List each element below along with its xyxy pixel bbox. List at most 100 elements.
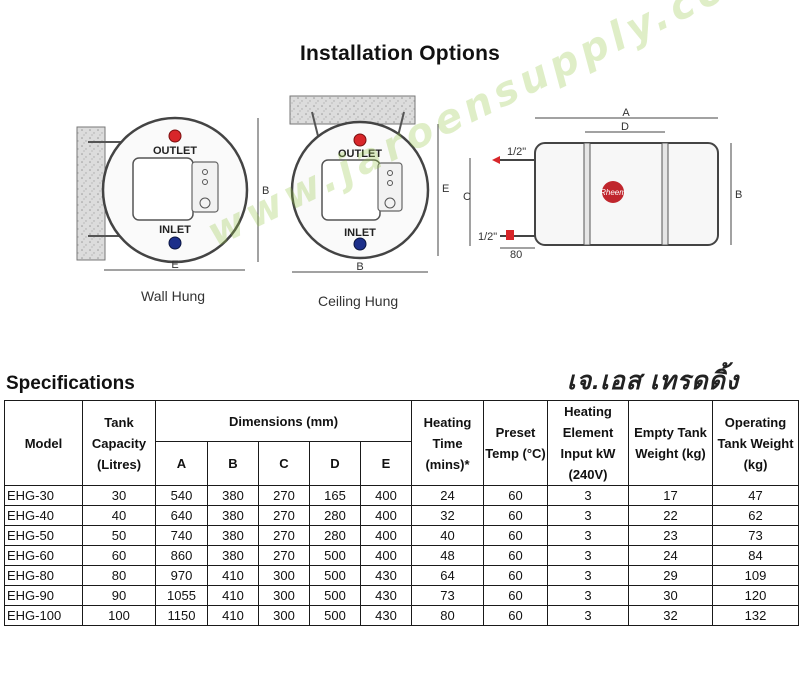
table-cell: 380 xyxy=(207,505,259,526)
ceiling-dim-e: E xyxy=(442,183,449,195)
header-empty-weight: Empty Tank Weight (kg) xyxy=(628,400,713,486)
table-cell: 400 xyxy=(360,485,412,506)
table-cell: 80 xyxy=(82,565,156,586)
side-pipe-bottom: 1/2" xyxy=(478,231,497,243)
header-dim-a: A xyxy=(155,441,208,486)
header-preset-temp: Preset Temp (°C) xyxy=(483,400,548,486)
table-cell: 430 xyxy=(360,605,412,626)
table-cell: 48 xyxy=(411,545,484,566)
table-cell: 400 xyxy=(360,545,412,566)
table-cell: 50 xyxy=(82,525,156,546)
table-cell: 970 xyxy=(155,565,208,586)
wall-dim-e: E xyxy=(171,259,178,271)
header-operating-weight: Operating Tank Weight (kg) xyxy=(712,400,799,486)
side-view-diagram: C A D Rheem 1/2" 1/2" 80 B xyxy=(463,107,742,261)
side-pipe-top: 1/2" xyxy=(507,146,526,158)
table-cell: 60 xyxy=(483,525,548,546)
table-cell: 400 xyxy=(360,525,412,546)
table-cell: 740 xyxy=(155,525,208,546)
table-cell: 109 xyxy=(712,565,799,586)
table-cell: 3 xyxy=(547,605,629,626)
table-cell: 62 xyxy=(712,505,799,526)
table-cell: 430 xyxy=(360,585,412,606)
ceiling-dim-b: B xyxy=(356,261,363,273)
table-cell: 300 xyxy=(258,605,310,626)
table-cell: 3 xyxy=(547,565,629,586)
header-heating-time: Heating Time (mins)* xyxy=(411,400,484,486)
side-dim-d: D xyxy=(621,121,629,133)
table-cell: 60 xyxy=(82,545,156,566)
side-dim-b: B xyxy=(735,189,742,201)
table-cell: 3 xyxy=(547,525,629,546)
wall-hung-caption: Wall Hung xyxy=(141,288,206,304)
table-cell: 132 xyxy=(712,605,799,626)
table-cell: 17 xyxy=(628,485,713,506)
table-cell: 3 xyxy=(547,485,629,506)
table-cell: 500 xyxy=(309,545,361,566)
table-cell: 60 xyxy=(483,565,548,586)
table-cell: 270 xyxy=(258,545,310,566)
ceiling-outlet-label: OUTLET xyxy=(338,148,382,160)
table-cell: 30 xyxy=(628,585,713,606)
table-cell: 500 xyxy=(309,565,361,586)
table-cell: 30 xyxy=(82,485,156,506)
inlet-icon xyxy=(168,236,182,250)
table-cell: 23 xyxy=(628,525,713,546)
table-cell: 500 xyxy=(309,605,361,626)
table-cell: 540 xyxy=(155,485,208,506)
model-cell: EHG-60 xyxy=(4,545,83,566)
table-cell: 73 xyxy=(712,525,799,546)
table-cell: 280 xyxy=(309,505,361,526)
header-capacity: Tank Capacity (Litres) xyxy=(82,400,156,486)
wall-inlet-label: INLET xyxy=(159,224,191,236)
table-cell: 860 xyxy=(155,545,208,566)
table-cell: 73 xyxy=(411,585,484,606)
valve-icon xyxy=(506,230,514,240)
page-title: Installation Options xyxy=(299,42,500,65)
table-cell: 410 xyxy=(207,585,259,606)
table-cell: 60 xyxy=(483,485,548,506)
table-cell: 270 xyxy=(258,485,310,506)
header-dim-b: B xyxy=(207,441,259,486)
table-cell: 300 xyxy=(258,565,310,586)
header-dim-d: D xyxy=(309,441,361,486)
header-dim-c: C xyxy=(258,441,310,486)
table-cell: 640 xyxy=(155,505,208,526)
table-cell: 300 xyxy=(258,585,310,606)
table-cell: 3 xyxy=(547,505,629,526)
table-cell: 380 xyxy=(207,485,259,506)
table-cell: 29 xyxy=(628,565,713,586)
table-cell: 80 xyxy=(411,605,484,626)
table-cell: 60 xyxy=(483,505,548,526)
model-cell: EHG-100 xyxy=(4,605,83,626)
table-cell: 430 xyxy=(360,565,412,586)
table-cell: 3 xyxy=(547,585,629,606)
table-cell: 3 xyxy=(547,545,629,566)
model-cell: EHG-50 xyxy=(4,525,83,546)
table-cell: 60 xyxy=(483,545,548,566)
table-cell: 380 xyxy=(207,545,259,566)
table-cell: 410 xyxy=(207,605,259,626)
rheem-logo: Rheem xyxy=(600,188,626,197)
wall-hung-diagram: OUTLET INLET E B xyxy=(76,116,269,271)
model-cell: EHG-40 xyxy=(4,505,83,526)
table-cell: 270 xyxy=(258,505,310,526)
side-dim-a: A xyxy=(622,107,630,119)
model-cell: EHG-30 xyxy=(4,485,83,506)
table-cell: 40 xyxy=(411,525,484,546)
ceiling-inlet-label: INLET xyxy=(344,227,376,239)
side-dim-c: C xyxy=(463,191,471,203)
wall-dim-b: B xyxy=(262,185,269,197)
model-cell: EHG-90 xyxy=(4,585,83,606)
table-cell: 64 xyxy=(411,565,484,586)
specifications-heading: Specifications xyxy=(6,373,135,394)
ceiling-hung-diagram: OUTLET INLET B E xyxy=(289,95,449,273)
specifications-table: Model Tank Capacity (Litres) Dimensions … xyxy=(4,400,799,626)
ceiling-hung-caption: Ceiling Hung xyxy=(318,293,399,309)
